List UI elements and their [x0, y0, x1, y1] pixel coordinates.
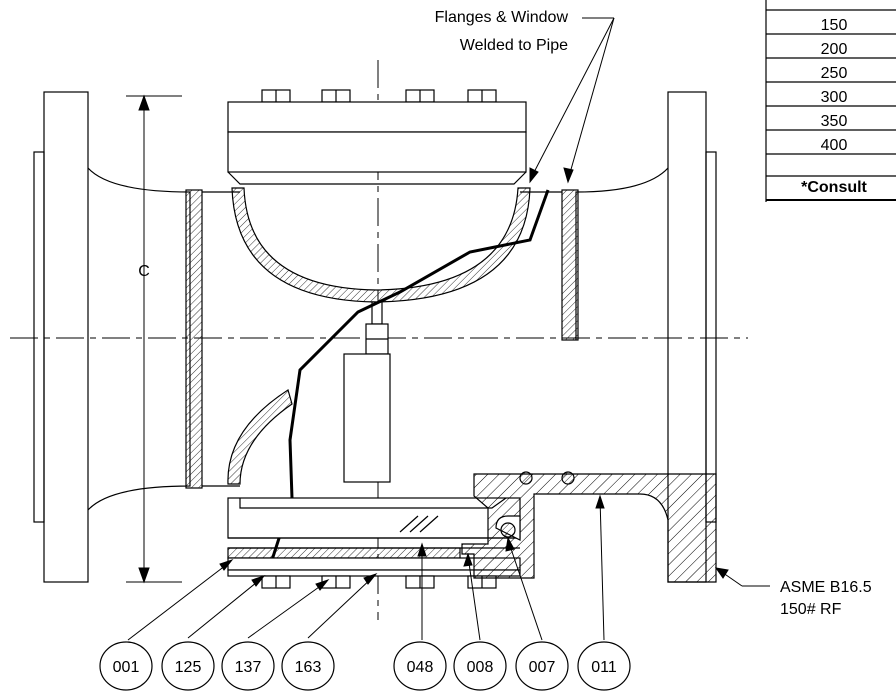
table-cell: 200: [821, 41, 848, 58]
flange-section: [461, 471, 717, 583]
callout-001: 001: [113, 659, 140, 676]
table-cell: 150: [821, 17, 848, 34]
note-line-2: Welded to Pipe: [460, 37, 568, 54]
note-leaders: [529, 17, 615, 184]
dimension-c: [126, 94, 182, 584]
table-footer: *Consult: [801, 179, 867, 196]
callout-137: 137: [235, 659, 262, 676]
callout-008: 008: [467, 659, 494, 676]
table-cell: 350: [821, 113, 848, 130]
bottom-bolts: [261, 575, 497, 589]
callout-011: 011: [591, 659, 617, 676]
flange-note-line-1: ASME B16.5: [780, 579, 872, 596]
table-cell: 400: [821, 137, 848, 154]
note-line-1: Flanges & Window: [435, 9, 569, 26]
size-table: [765, 0, 896, 202]
right-flange: [561, 91, 717, 583]
table-cell: 300: [821, 89, 848, 106]
break-lines: [270, 189, 550, 561]
top-window-assembly: [227, 89, 531, 303]
table-cell: 250: [821, 65, 848, 82]
flange-note-line-2: 150# RF: [780, 601, 842, 618]
callout-125: 125: [175, 659, 202, 676]
callout-007: 007: [529, 659, 556, 676]
flange-note-leader: [714, 567, 770, 587]
dimension-c-label: C: [138, 263, 150, 280]
callout-bubbles: [99, 641, 631, 691]
left-flange: [33, 91, 203, 583]
float-indicator: [343, 301, 391, 483]
lower-weld: [227, 389, 293, 485]
callout-163: 163: [295, 659, 322, 676]
top-bolts: [261, 89, 497, 103]
callout-048: 048: [407, 659, 434, 676]
callout-leaders: [127, 494, 605, 641]
